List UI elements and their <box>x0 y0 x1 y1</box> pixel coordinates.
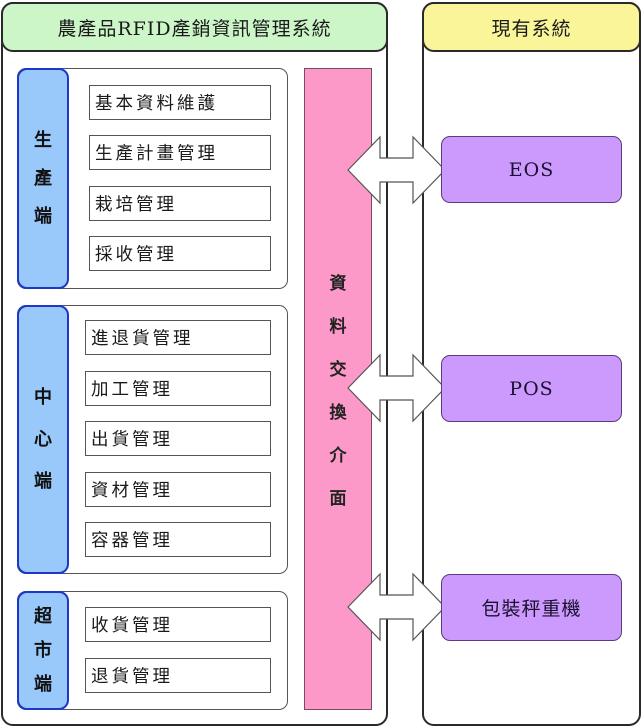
system-packaging-weighing-machine[interactable]: 包裝秤重機 <box>441 574 622 641</box>
bidirectional-arrow-packaging-scale <box>347 572 446 642</box>
bidirectional-arrow-eos <box>347 135 446 205</box>
module-materials[interactable]: 資材管理 <box>85 472 271 507</box>
module-inbound-return[interactable]: 進退貨管理 <box>85 320 271 355</box>
exchange-char: 面 <box>329 489 347 509</box>
label-char: 生 <box>34 129 52 151</box>
module-goods-return[interactable]: 退貨管理 <box>85 658 271 693</box>
label-char: 端 <box>34 205 52 227</box>
exchange-char: 資 <box>329 274 347 294</box>
system-pos[interactable]: POS <box>441 355 622 422</box>
exchange-char: 料 <box>329 317 347 337</box>
label-char: 端 <box>34 470 52 492</box>
exchange-char: 換 <box>329 403 347 423</box>
module-receiving[interactable]: 收貨管理 <box>85 607 271 642</box>
exchange-char: 交 <box>329 360 347 380</box>
module-harvest[interactable]: 採收管理 <box>89 236 271 271</box>
module-processing[interactable]: 加工管理 <box>85 371 271 406</box>
label-char: 超 <box>34 605 52 627</box>
label-char: 中 <box>34 386 52 408</box>
bidirectional-arrow-pos <box>347 353 446 423</box>
rfid-system-title: 農產品RFID產銷資訊管理系統 <box>1 2 388 52</box>
module-containers[interactable]: 容器管理 <box>85 522 271 557</box>
label-char: 端 <box>34 673 52 695</box>
label-char: 市 <box>34 639 52 661</box>
production-group-label: 生 產 端 <box>17 68 69 289</box>
exchange-char: 介 <box>329 446 347 466</box>
supermarket-group-label: 超 市 端 <box>17 591 69 710</box>
module-basic-data-maintenance[interactable]: 基本資料維護 <box>89 85 271 120</box>
existing-systems-title: 現有系統 <box>422 2 641 52</box>
module-production-planning[interactable]: 生產計畫管理 <box>89 135 271 170</box>
module-cultivation[interactable]: 栽培管理 <box>89 186 271 221</box>
system-eos[interactable]: EOS <box>441 136 622 203</box>
label-char: 產 <box>34 167 52 189</box>
module-shipping[interactable]: 出貨管理 <box>85 421 271 456</box>
center-group-label: 中 心 端 <box>17 305 69 574</box>
label-char: 心 <box>34 428 52 450</box>
